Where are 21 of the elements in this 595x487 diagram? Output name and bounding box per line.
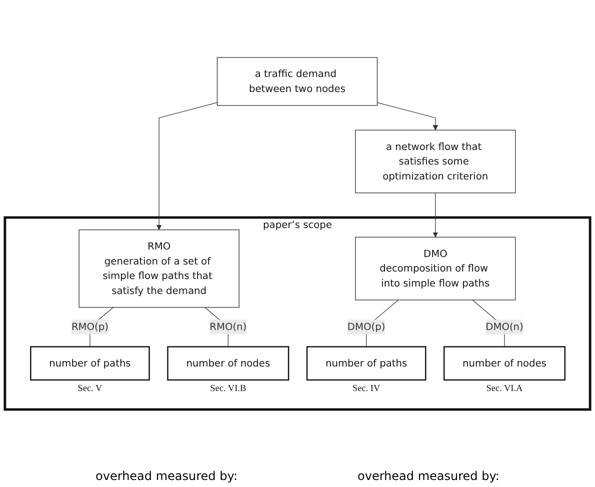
note-text: overhead measured by:	[358, 469, 500, 483]
arrow	[376, 102, 438, 130]
edge-label: DMO(p)	[347, 320, 386, 333]
note-text: overhead measured by:	[96, 469, 238, 483]
node-box: a network flow that satisfies some optimization criterion	[355, 130, 516, 194]
node-box: number of nodes	[167, 346, 290, 381]
node-box: RMO generation of a set of simple flow paths that satisfy the demand	[78, 230, 240, 308]
section-reference: Sec. VI.B	[210, 383, 246, 394]
section-reference: Sec. VI.A	[486, 383, 523, 394]
arrow	[156, 102, 218, 230]
section-reference: Sec. V	[78, 383, 102, 394]
node-box: number of paths	[30, 346, 150, 381]
node-box: a traffic demand between two nodes	[216, 57, 378, 106]
edge-label: RMO(p)	[71, 320, 108, 333]
arrow	[432, 192, 438, 238]
node-box: number of nodes	[443, 346, 566, 381]
node-box: DMO decomposition of flow into simple flow paths	[355, 236, 516, 300]
node-box: number of paths	[306, 346, 426, 381]
edge-label: DMO(n)	[486, 320, 524, 333]
section-reference: Sec. IV	[352, 383, 380, 394]
edge-label: RMO(n)	[210, 320, 247, 333]
